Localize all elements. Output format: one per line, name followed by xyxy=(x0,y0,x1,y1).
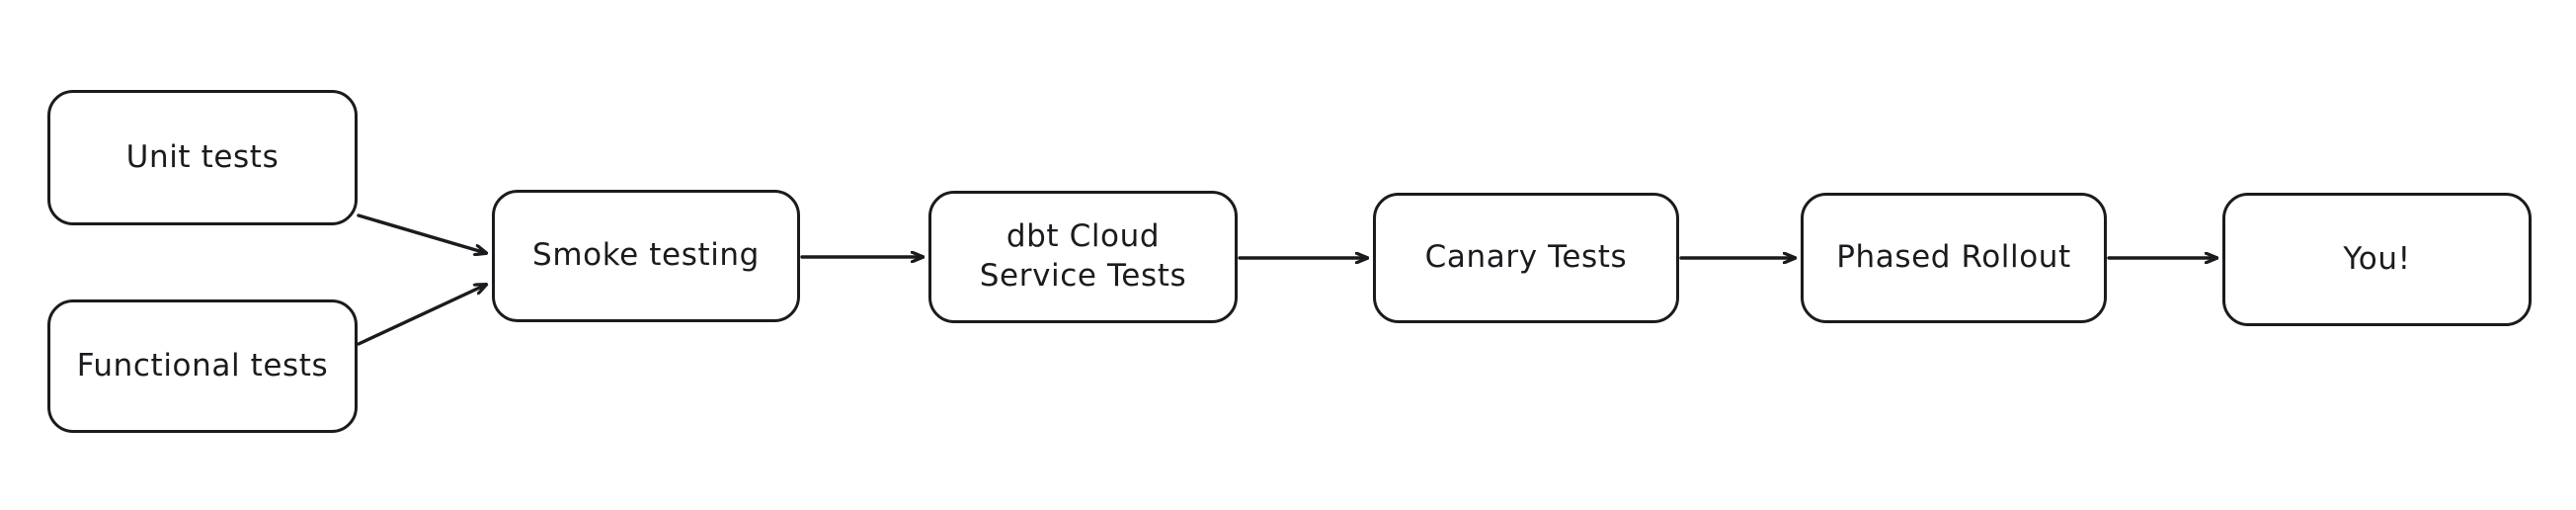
node-unit-tests[interactable]: Unit tests xyxy=(47,90,358,225)
node-phased-rollout-label: Phased Rollout xyxy=(1836,239,2071,276)
node-functional-tests-label: Functional tests xyxy=(76,347,329,383)
node-unit-tests-label: Unit tests xyxy=(125,138,280,175)
node-canary-tests[interactable]: Canary Tests xyxy=(1373,193,1679,323)
node-smoke-testing-label: Smoke testing xyxy=(532,237,760,274)
node-phased-rollout[interactable]: Phased Rollout xyxy=(1801,193,2107,323)
node-canary-tests-label: Canary Tests xyxy=(1424,239,1628,276)
node-functional-tests[interactable]: Functional tests xyxy=(47,299,358,433)
node-smoke-testing[interactable]: Smoke testing xyxy=(492,190,800,322)
node-dbt-cloud-service-tests[interactable]: dbt Cloud Service Tests xyxy=(928,191,1238,323)
node-dbt-cloud-service-tests-label: dbt Cloud Service Tests xyxy=(979,218,1187,294)
node-you[interactable]: You! xyxy=(2222,193,2532,326)
node-you-label: You! xyxy=(2343,240,2411,277)
edge-functional-tests-to-smoke-testing xyxy=(357,285,486,346)
edge-unit-tests-to-smoke-testing xyxy=(357,213,486,253)
